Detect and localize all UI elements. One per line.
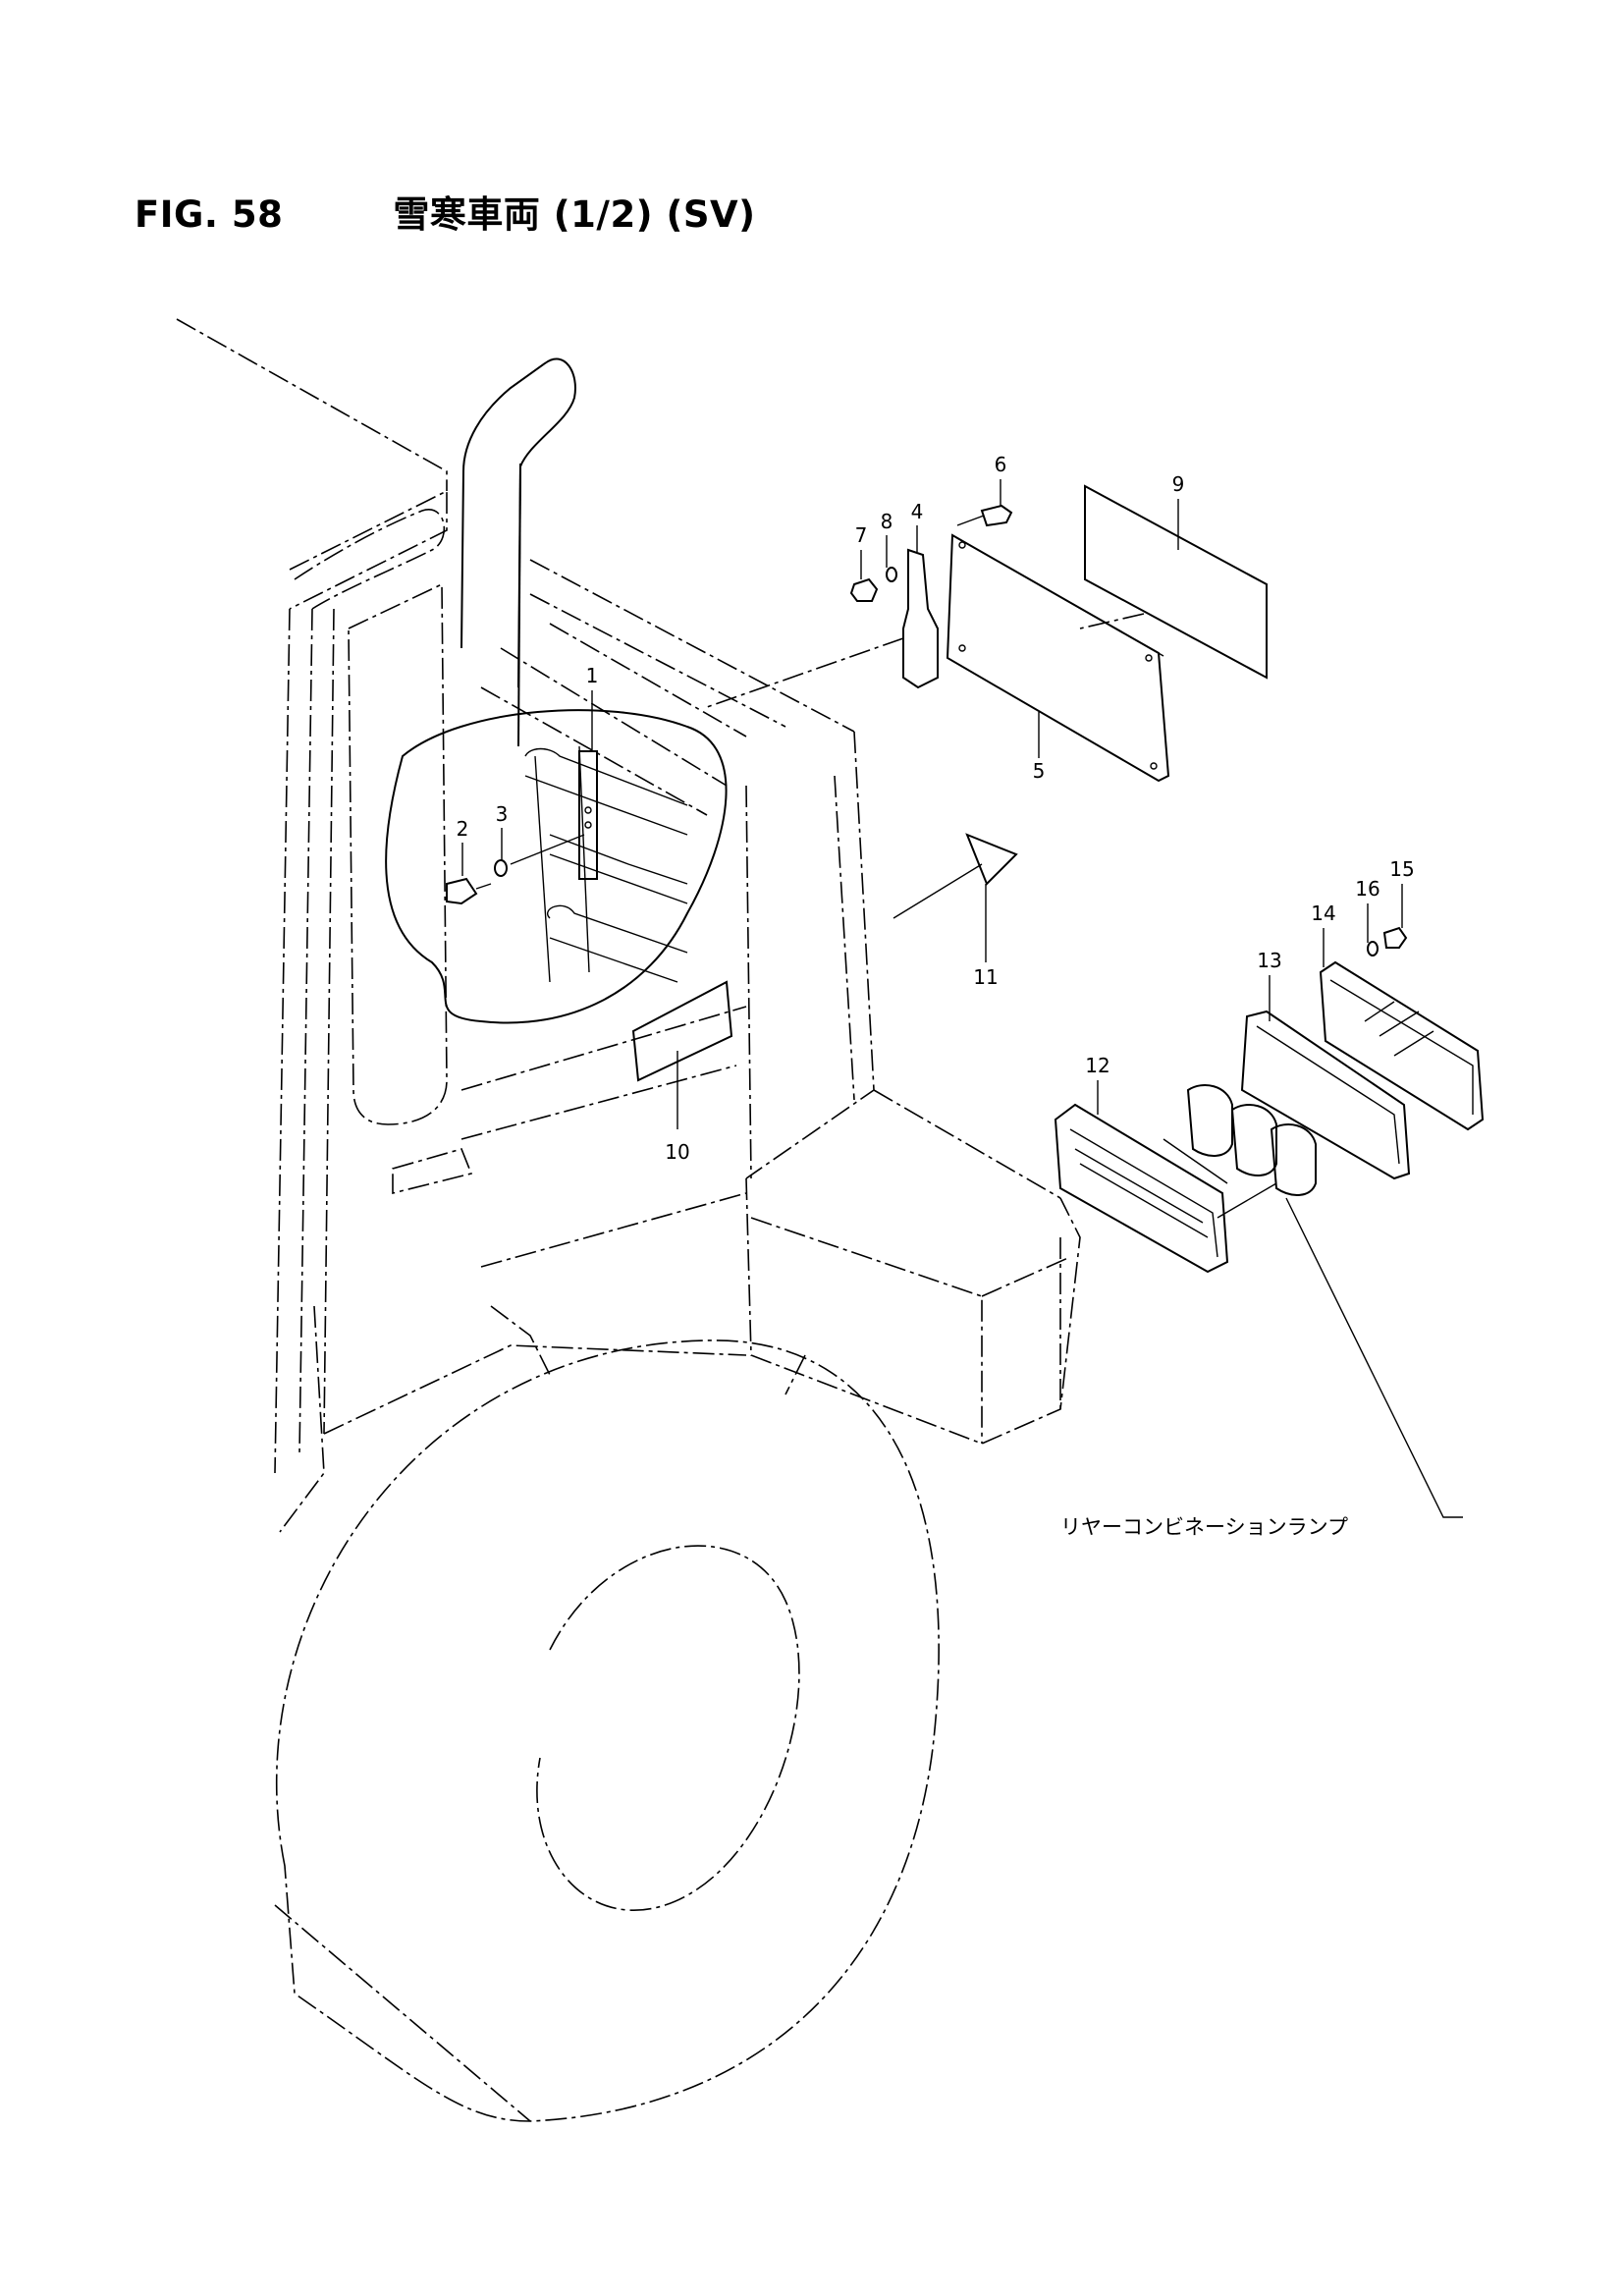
callout-9: 9 bbox=[1172, 472, 1185, 496]
callout-2: 2 bbox=[457, 817, 469, 841]
callout-15: 15 bbox=[1389, 857, 1414, 881]
callout-12: 12 bbox=[1085, 1054, 1109, 1077]
exhaust-stack bbox=[460, 357, 576, 747]
figure-title: 雪寒車両 (1/2) (SV) bbox=[393, 193, 756, 236]
callout-14: 14 bbox=[1311, 902, 1335, 925]
callout-13: 13 bbox=[1257, 949, 1281, 972]
callout-labels: 1 2 3 4 5 6 7 8 9 10 11 12 13 14 15 16 bbox=[457, 453, 1415, 1164]
callout-1: 1 bbox=[586, 664, 599, 687]
rear-combination-lamp bbox=[1054, 926, 1485, 1518]
wheel bbox=[274, 1339, 940, 2122]
callout-10: 10 bbox=[665, 1140, 689, 1164]
callout-3: 3 bbox=[496, 802, 509, 826]
callout-11: 11 bbox=[973, 965, 998, 989]
rear-combination-lamp-label: リヤーコンビネーションランプ bbox=[1060, 1515, 1348, 1539]
callout-8: 8 bbox=[881, 510, 893, 533]
callout-5: 5 bbox=[1033, 759, 1046, 783]
figure-header: FIG. 58 雪寒車両 (1/2) (SV) bbox=[135, 185, 756, 238]
callout-leaders bbox=[461, 479, 1403, 1129]
vehicle-body-outline bbox=[176, 318, 1081, 1533]
callout-7: 7 bbox=[855, 523, 868, 547]
callout-4: 4 bbox=[911, 500, 924, 523]
detail-bubble bbox=[385, 709, 733, 1082]
callout-16: 16 bbox=[1355, 877, 1380, 901]
plate-assembly bbox=[706, 484, 1268, 919]
callout-6: 6 bbox=[995, 453, 1007, 476]
figure-number: FIG. 58 bbox=[135, 193, 284, 236]
